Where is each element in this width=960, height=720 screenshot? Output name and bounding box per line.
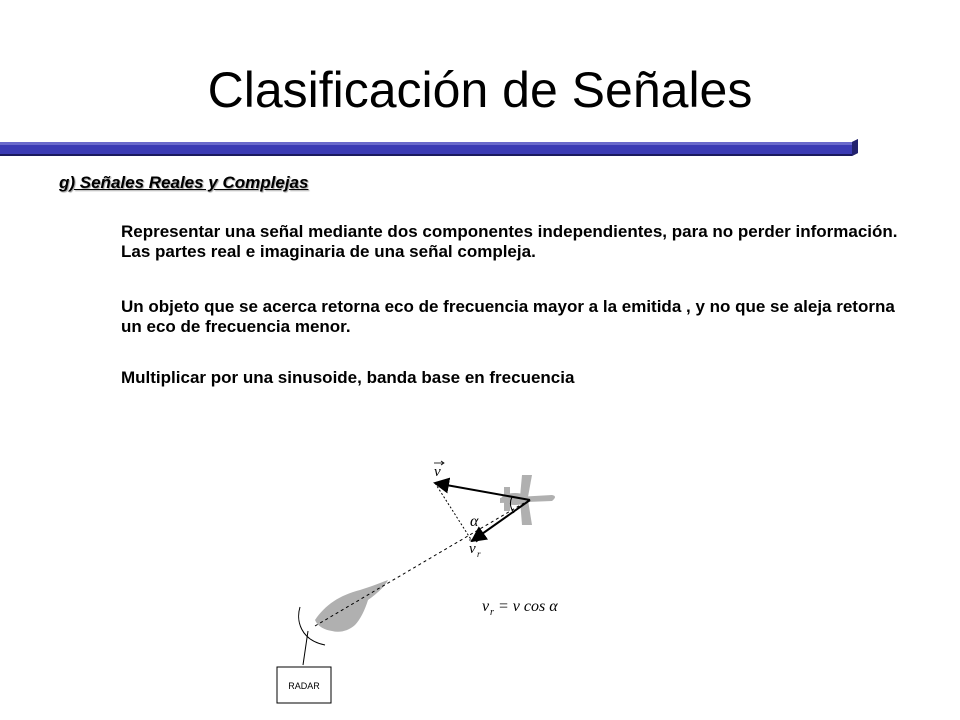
svg-text:v: v bbox=[482, 598, 490, 615]
doppler-formula: v r = v cos α bbox=[482, 598, 558, 618]
vector-v-label: v bbox=[434, 460, 445, 480]
angle-alpha-label: α bbox=[470, 513, 479, 530]
radar-beam-lobe bbox=[315, 580, 388, 632]
radar-dish-icon bbox=[298, 606, 326, 646]
velocity-vector-v bbox=[433, 477, 531, 501]
section-subheading: g) Señales Reales y Complejas bbox=[59, 173, 309, 192]
title-underline-bar bbox=[0, 139, 858, 156]
vector-vr-label: v r bbox=[469, 537, 481, 559]
paragraph-doppler-echo: Un objeto que se acerca retorna eco de f… bbox=[121, 297, 895, 336]
line-of-sight bbox=[314, 502, 525, 627]
paragraph-baseband: Multiplicar por una sinusoide, banda bas… bbox=[121, 368, 575, 387]
projection-line bbox=[434, 482, 473, 542]
velocity-vector-vr bbox=[470, 499, 531, 543]
radar-doppler-diagram: RADAR α v v r v r = v cos α bbox=[276, 460, 558, 704]
slide-title: Clasificación de Señales bbox=[207, 62, 753, 118]
svg-text:= v cos α: = v cos α bbox=[498, 598, 558, 615]
svg-text:v: v bbox=[469, 541, 476, 557]
svg-text:v: v bbox=[434, 464, 441, 480]
angle-arc bbox=[509, 496, 515, 514]
radar-label: RADAR bbox=[288, 681, 320, 691]
paragraph-complex-signals: Representar una señal mediante dos compo… bbox=[121, 222, 898, 261]
svg-text:r: r bbox=[477, 549, 481, 559]
svg-text:r: r bbox=[490, 607, 494, 618]
radar-box bbox=[276, 666, 332, 704]
